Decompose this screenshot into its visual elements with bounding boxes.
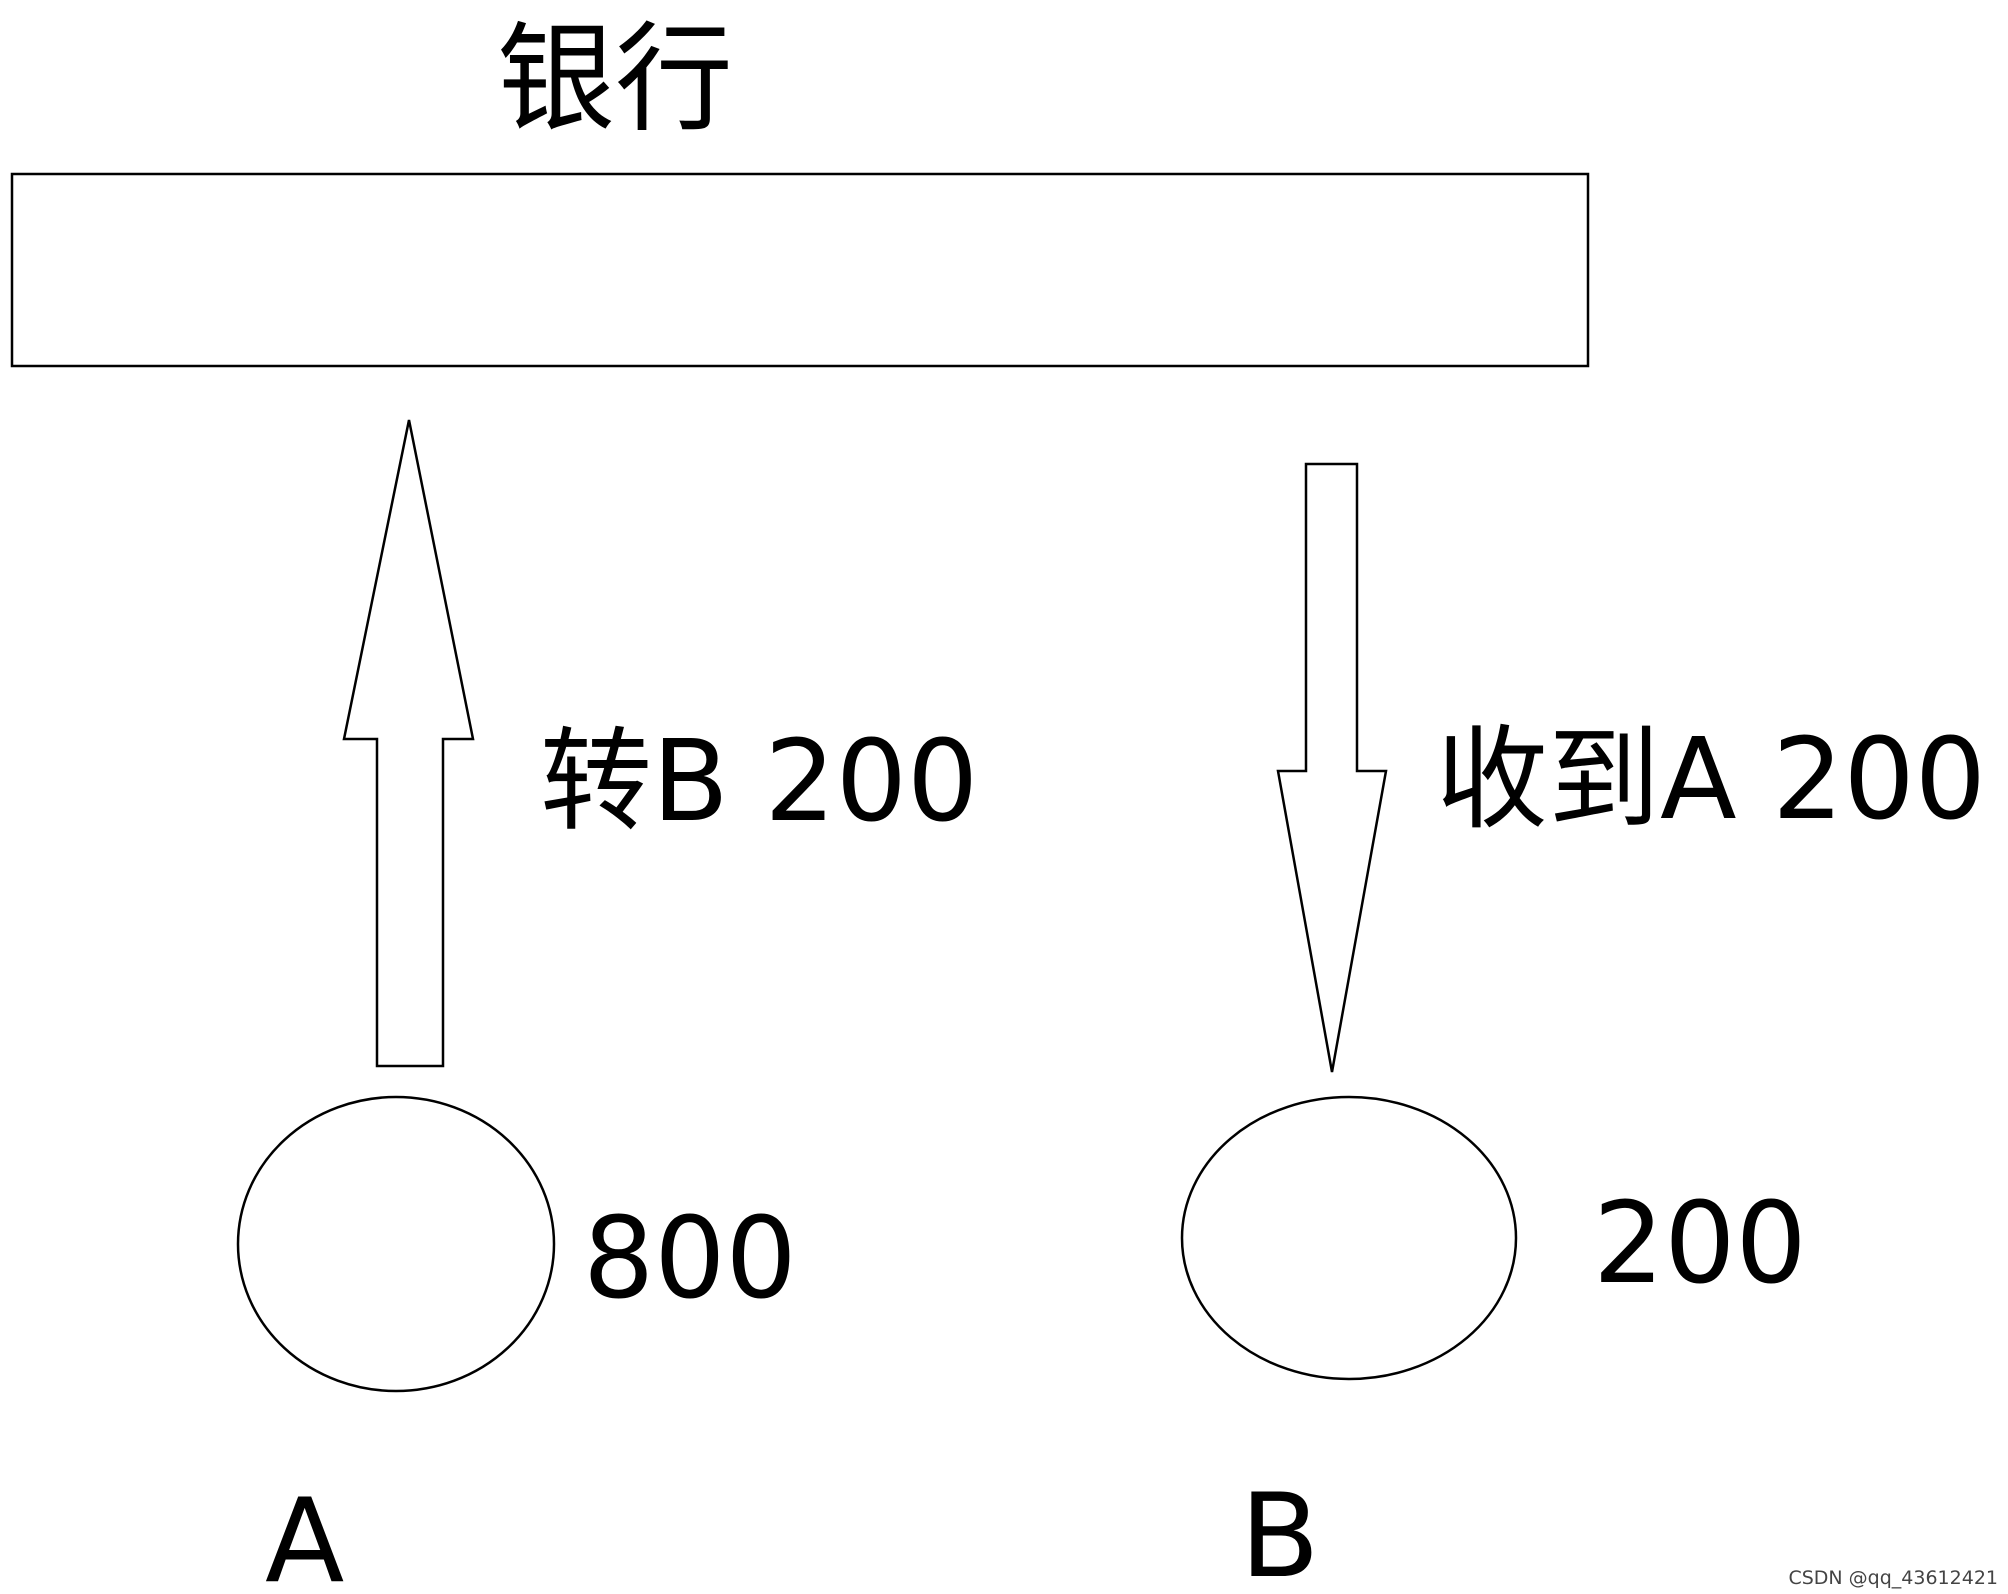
account-a-node <box>236 1095 556 1393</box>
account-b-balance: 200 <box>1593 1179 1807 1309</box>
bank-title: 银行 <box>497 10 733 148</box>
account-a-balance: 800 <box>583 1194 797 1324</box>
watermark: CSDN @qq_43612421 <box>1788 1567 1998 1589</box>
receive-arrow-down-icon <box>1276 462 1388 1073</box>
account-a-name: A <box>265 1474 344 1594</box>
transfer-label: 转B 200 <box>540 717 978 847</box>
receive-label: 收到A 200 <box>1436 715 1986 845</box>
transfer-arrow-up-icon <box>342 419 475 1068</box>
bank-box <box>10 172 1590 368</box>
account-b-name: B <box>1240 1469 1320 1594</box>
account-b-node <box>1180 1095 1518 1381</box>
